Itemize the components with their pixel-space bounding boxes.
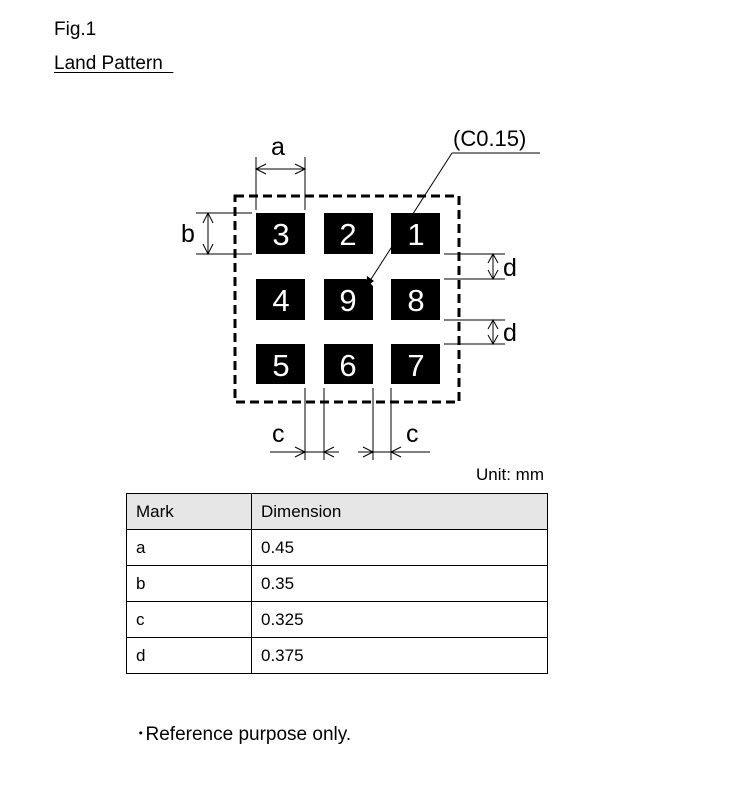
- dim-label-c-right: c: [406, 420, 419, 448]
- figure-title: Land Pattern: [54, 53, 174, 74]
- table-header-row: Mark Dimension: [126, 493, 548, 530]
- corner-note: (C0.15): [453, 126, 526, 151]
- figure-label: Fig.1: [54, 19, 97, 40]
- table-cell-dimension: 0.45: [251, 529, 548, 566]
- pad-label-3: 3: [272, 217, 289, 252]
- pad-label-6: 6: [339, 348, 356, 383]
- dim-label-d-bottom: d: [503, 319, 517, 347]
- dim-label-d-top: d: [503, 254, 517, 282]
- pad-5: [256, 344, 305, 384]
- dimension-table: Mark Dimension a 0.45 b 0.35 c 0.325 d 0…: [126, 493, 548, 674]
- pad-label-9: 9: [339, 283, 356, 318]
- dim-label-c-left: c: [272, 420, 285, 448]
- dim-label-a: a: [271, 133, 285, 161]
- pad-9: [324, 279, 373, 320]
- pad-label-5: 5: [272, 348, 289, 383]
- table-row: a 0.45: [126, 529, 548, 566]
- pad-label-8: 8: [407, 283, 424, 318]
- table-cell-mark: b: [126, 565, 252, 602]
- pad-1: [391, 213, 440, 254]
- pad-4: [256, 279, 305, 320]
- reference-note: ･Reference purpose only.: [136, 724, 352, 745]
- table-cell-dimension: 0.35: [251, 565, 548, 602]
- unit-label: Unit: mm: [476, 465, 544, 484]
- table-header-dimension: Dimension: [251, 493, 548, 530]
- pad-6: [324, 344, 373, 384]
- table-cell-mark: d: [126, 637, 252, 674]
- table-header-mark: Mark: [126, 493, 252, 530]
- table-cell-mark: c: [126, 601, 252, 638]
- table-row: b 0.35: [126, 565, 548, 602]
- pad-2: [324, 213, 373, 254]
- table-cell-dimension: 0.325: [251, 601, 548, 638]
- land-pattern-diagram: 3 2 1 4 9 8 5 6 7: [181, 126, 540, 460]
- pad-label-4: 4: [272, 283, 289, 318]
- pad-8: [391, 279, 440, 320]
- table-cell-mark: a: [126, 529, 252, 566]
- leader-arrowhead: [366, 276, 374, 287]
- pad-7: [391, 344, 440, 384]
- pad-label-7: 7: [407, 348, 424, 383]
- pad-3: [256, 213, 305, 254]
- table-row: c 0.325: [126, 601, 548, 638]
- pad-label-2: 2: [339, 217, 356, 252]
- dim-label-b: b: [181, 220, 195, 248]
- package-outline: [233, 194, 461, 404]
- pad-label-1: 1: [407, 217, 424, 252]
- table-cell-dimension: 0.375: [251, 637, 548, 674]
- table-row: d 0.375: [126, 637, 548, 674]
